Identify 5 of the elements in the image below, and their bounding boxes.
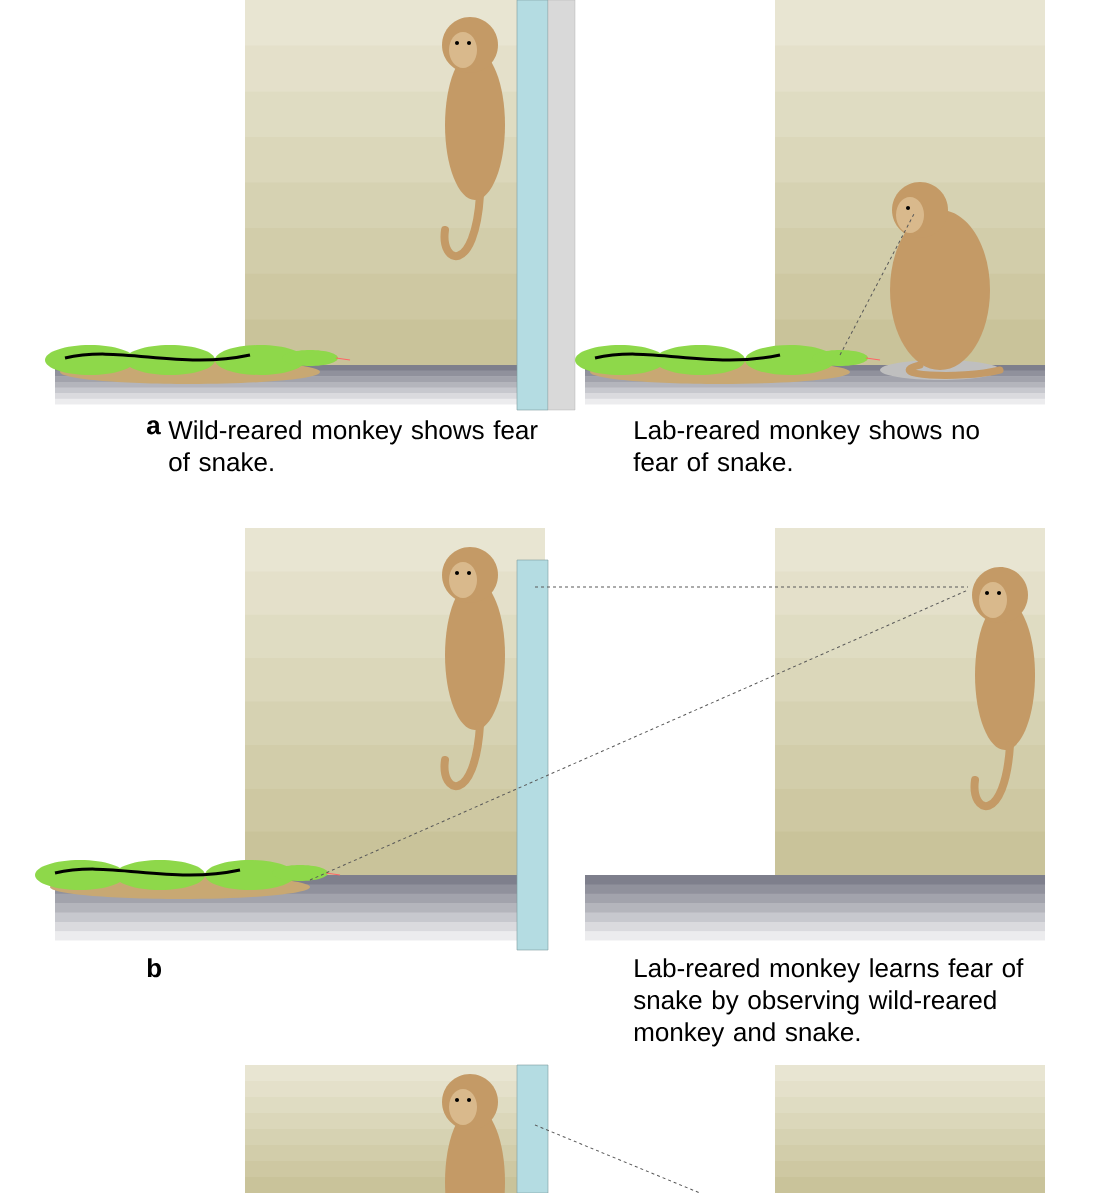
caption-text: Lab-reared monkey learns fear of snake by observing wild-reared monkey and snake.: [633, 958, 1024, 1047]
caption-text: b: [147, 958, 161, 978]
caption-text: Lab-reared monkey shows no fear of snake.: [633, 420, 979, 472]
caption-text: a: [146, 420, 161, 435]
caption-text: Wild-reared monkey shows fear of snake.: [168, 420, 538, 472]
